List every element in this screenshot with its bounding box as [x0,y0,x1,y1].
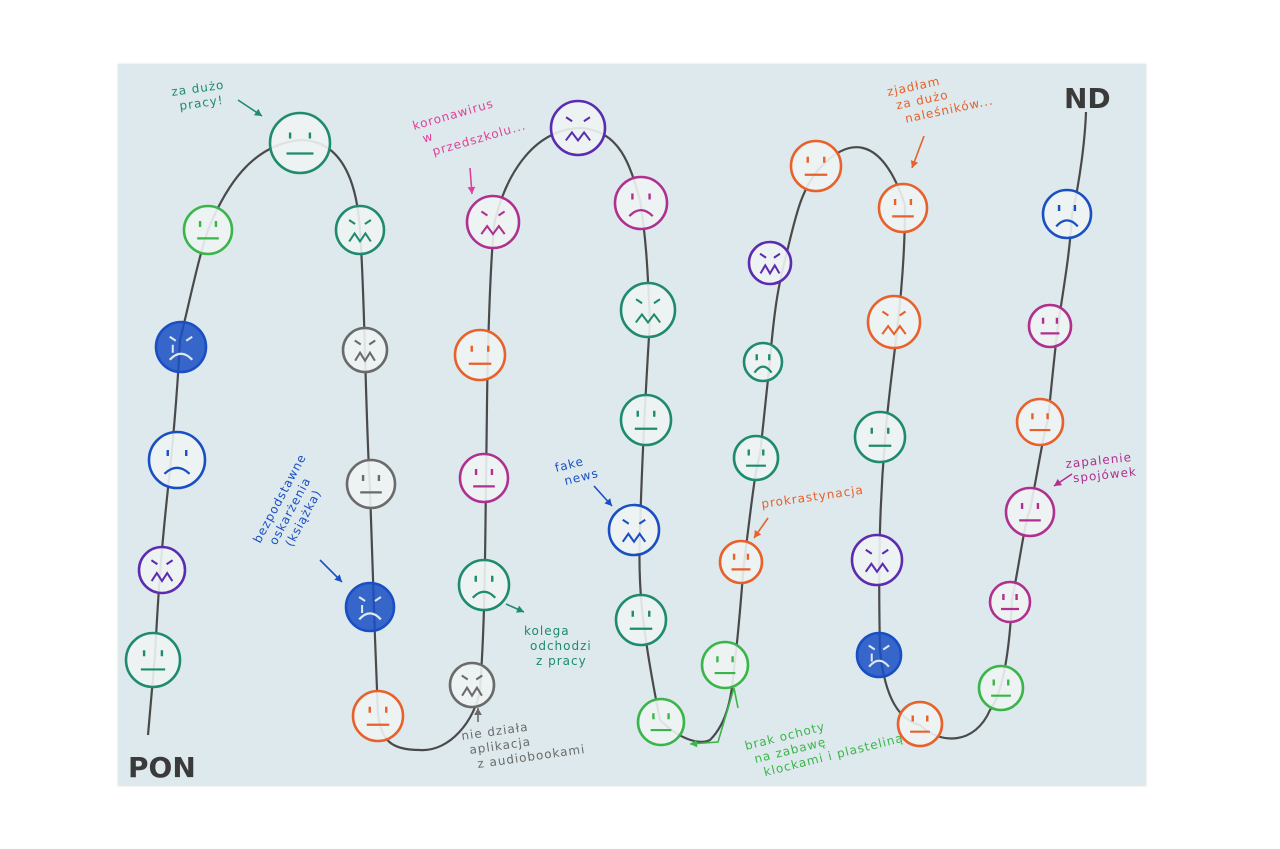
annotation-line: koronawirus [411,96,495,133]
annotation-line: spojówek [1072,465,1137,486]
annotation-line: kolega [524,624,570,638]
face-neutral [453,328,507,382]
arrowhead [754,530,762,538]
face-neutral [732,434,780,482]
end-label: ND [1064,82,1111,115]
face-neutral [977,664,1025,712]
face-stressed [448,661,496,709]
face-neutral [636,697,686,747]
face-sad [457,558,511,612]
face-neutral [124,631,182,689]
annotation-note: brak ochotyna zabawęklockami i plastelin… [743,702,905,782]
face-neutral [458,452,510,504]
face-neutral [718,539,764,585]
annotation-note: zjadłamza dużonaleśników... [886,64,995,128]
face-crying [855,631,903,679]
arrowhead [516,605,524,613]
face-neutral [351,689,405,743]
annotation-note: koronawiruswprzedszkolu... [411,89,528,161]
face-neutral [1015,397,1065,447]
face-neutral [789,139,843,193]
arrowhead [474,708,482,716]
face-crying [154,320,208,374]
annotation-arrow [689,687,739,745]
arrowhead [254,108,262,116]
annotation-line: pracy! [178,93,224,113]
face-sad [613,175,669,231]
face-stressed [747,240,793,286]
arrowhead [910,160,919,168]
annotation-line: z pracy [536,654,587,668]
face-neutral [853,410,907,464]
annotation-note: nie działaaplikacjaz audiobookami [460,712,586,772]
annotation-line: prokrastynacja [760,483,864,511]
annotation-note: prokrastynacja [760,483,864,511]
arrowhead [467,186,476,194]
face-neutral [345,458,397,510]
arrowhead [334,574,342,582]
face-stressed [334,204,386,256]
annotation-line: zapalenie [1065,450,1133,471]
annotation-note: bezpodstawneoskarżenia(książka) [250,451,335,559]
face-neutral [182,204,234,256]
face-stressed [866,294,922,350]
face-stressed [341,326,389,374]
face-stressed [607,503,661,557]
annotation-line: fake [553,454,585,475]
face-crying [344,581,396,633]
face-sad [1041,188,1093,240]
face-stressed [850,533,904,587]
annotation-note: za dużopracy! [170,78,227,114]
face-neutral [988,580,1032,624]
face-neutral [1027,303,1073,349]
arrowhead [1054,478,1062,486]
face-stressed [619,281,677,339]
face-neutral [896,700,944,748]
face-neutral [1004,486,1056,538]
face-neutral [700,640,750,690]
face-sad [742,341,784,383]
face-neutral [268,111,332,175]
annotation-note: zapaleniespojówek [1065,450,1138,486]
start-label: PON [128,751,196,784]
face-stressed [549,99,607,157]
face-stressed [465,194,521,250]
face-stressed [137,545,187,595]
face-sad [147,430,207,490]
arrowhead [604,498,612,506]
face-neutral [614,593,668,647]
annotation-line: w [421,129,435,145]
face-neutral [877,182,929,234]
arrowhead [690,739,698,748]
annotation-line: odchodzi [530,639,592,653]
faces-layer [124,99,1093,748]
annotation-note: fakenews [553,451,600,489]
arrows-layer [237,99,1073,748]
annotation-line: przedszkolu... [431,118,528,158]
face-neutral [619,393,673,447]
